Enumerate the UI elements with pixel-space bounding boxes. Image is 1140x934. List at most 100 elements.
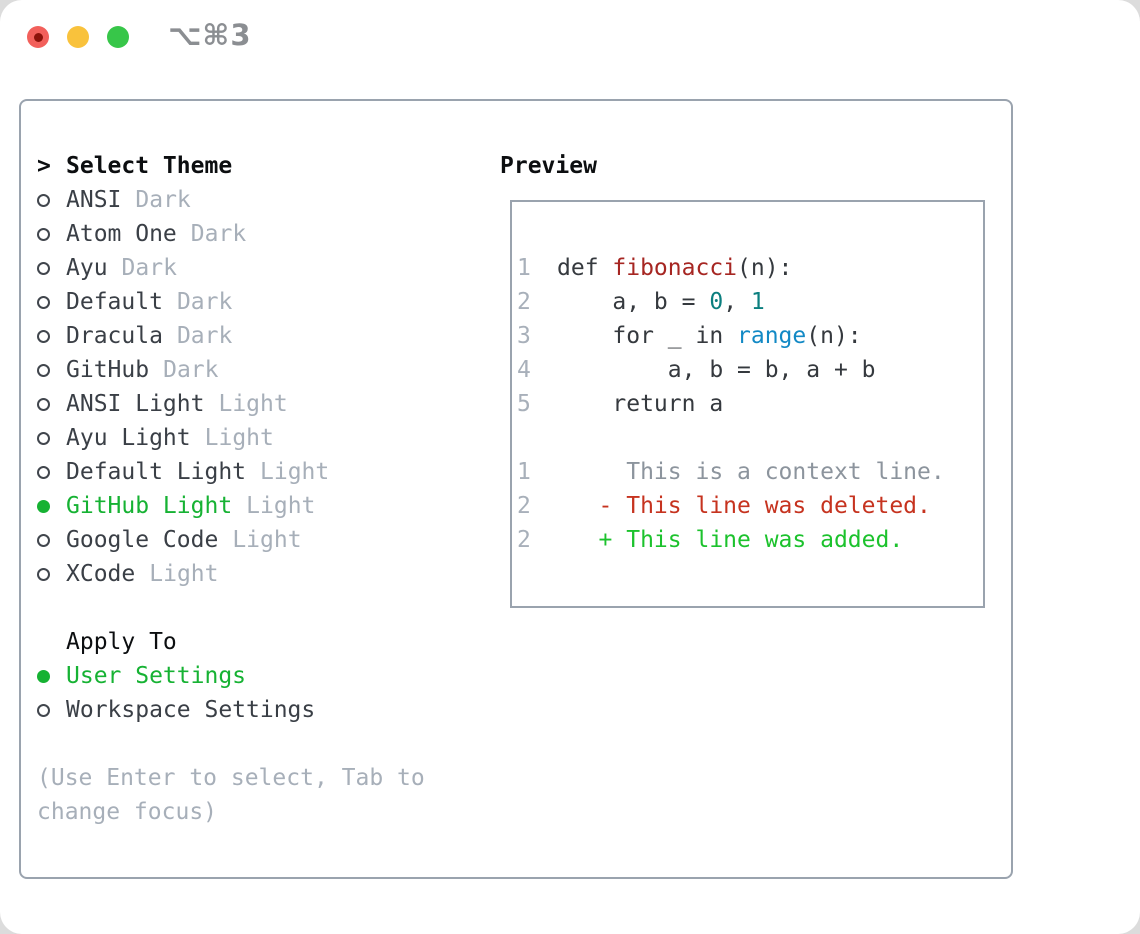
preview-box: 1 def fibonacci(n): 2 a, b = 0, 1 3 for … — [510, 200, 985, 608]
theme-option[interactable]: Atom One Dark — [37, 217, 487, 251]
line-number: 2 — [517, 493, 531, 519]
theme-variant-badge: Light — [204, 425, 274, 451]
zoom-button[interactable] — [107, 26, 129, 48]
close-button[interactable] — [27, 26, 49, 48]
diff-text: - This line was deleted. — [557, 493, 931, 519]
radio-cell — [37, 465, 66, 479]
code-line: 5 return a — [517, 387, 975, 421]
theme-variant-badge: Light — [232, 527, 302, 553]
theme-picker-column: > Select Theme ANSI Dark — [37, 149, 487, 829]
code-text: return a — [557, 391, 724, 417]
theme-picker-panel: > Select Theme ANSI Dark — [19, 99, 1013, 879]
theme-option[interactable]: Dracula Dark — [37, 319, 487, 353]
radio-cell — [37, 295, 66, 309]
apply-to-title: Apply To — [66, 629, 177, 655]
select-theme-header: > Select Theme — [37, 149, 487, 183]
line-number: 1 — [517, 459, 531, 485]
code-text: a, b = b, a + b — [557, 357, 876, 383]
select-theme-title: Select Theme — [66, 153, 233, 179]
theme-name: Default — [66, 289, 163, 315]
theme-name: ANSI — [66, 187, 122, 213]
theme-name: Atom One — [66, 221, 177, 247]
radio-cell — [37, 703, 66, 717]
code-line: 1 def fibonacci(n): — [517, 251, 975, 285]
theme-variant-badge: Dark — [135, 187, 191, 213]
theme-option[interactable]: Ayu Dark — [37, 251, 487, 285]
line-number: 5 — [517, 391, 531, 417]
line-number: 2 — [517, 289, 531, 315]
theme-option[interactable]: Default Light Light — [37, 455, 487, 489]
theme-option[interactable]: Ayu Light Light — [37, 421, 487, 455]
radio-cell — [37, 431, 66, 445]
theme-variant-badge: Dark — [190, 221, 247, 247]
diff-text: This is a context line. — [557, 459, 945, 485]
radio-icon — [37, 193, 50, 207]
spacer-row — [37, 591, 487, 625]
hint-line-2: change focus) — [37, 799, 218, 825]
radio-cell — [37, 567, 66, 581]
radio-cell — [37, 499, 66, 513]
code-text: a, b = 0, 1 — [557, 289, 765, 315]
theme-option[interactable]: Google Code Light — [37, 523, 487, 557]
radio-cell — [37, 397, 66, 411]
titlebar: ⌥⌘3 — [0, 0, 1140, 75]
radio-icon — [37, 669, 50, 683]
theme-list: ANSI Dark Atom One Dark — [37, 183, 487, 591]
theme-name: Dracula — [66, 323, 163, 349]
radio-cell — [37, 363, 66, 377]
theme-option[interactable]: ANSI Dark — [37, 183, 487, 217]
theme-variant-badge: Dark — [176, 289, 233, 315]
code-line: 2 a, b = 0, 1 — [517, 285, 975, 319]
line-number: 3 — [517, 323, 531, 349]
diff-preview: 1 This is a context line. 2 - This line … — [517, 455, 975, 557]
apply-option[interactable]: User Settings — [37, 659, 487, 693]
window-shortcut-label: ⌥⌘3 — [168, 18, 252, 52]
hint-text: (Use Enter to select, Tab to change focu… — [37, 761, 487, 829]
diff-line: 1 This is a context line. — [517, 455, 975, 489]
prompt-caret-icon: > — [37, 153, 51, 179]
line-number: 4 — [517, 357, 531, 383]
radio-icon — [37, 533, 50, 547]
radio-icon — [37, 431, 50, 445]
code-text: for _ in range(n): — [557, 323, 862, 349]
theme-name: Ayu — [66, 255, 108, 281]
radio-icon — [37, 703, 50, 717]
theme-variant-badge: Dark — [121, 255, 177, 281]
radio-icon — [37, 465, 50, 479]
code-preview: 1 def fibonacci(n): 2 a, b = 0, 1 3 for … — [517, 251, 975, 421]
theme-name: GitHub — [66, 357, 150, 383]
radio-icon — [37, 227, 50, 241]
radio-icon — [37, 567, 50, 581]
theme-option[interactable]: Default Dark — [37, 285, 487, 319]
radio-cell — [37, 329, 66, 343]
apply-option-label: Workspace Settings — [66, 697, 316, 723]
line-number: 1 — [517, 255, 531, 281]
spacer-row — [517, 421, 975, 455]
traffic-lights — [27, 26, 129, 48]
apply-option[interactable]: Workspace Settings — [37, 693, 487, 727]
theme-option[interactable]: GitHub Dark — [37, 353, 487, 387]
theme-name: Google Code — [66, 527, 219, 553]
theme-option[interactable]: GitHub Light Light — [37, 489, 487, 523]
spacer-row — [37, 727, 487, 761]
theme-variant-badge: Light — [149, 561, 219, 587]
theme-option[interactable]: XCode Light — [37, 557, 487, 591]
line-number: 2 — [517, 527, 531, 553]
radio-cell — [37, 533, 66, 547]
apply-to-header: Apply To — [37, 625, 487, 659]
diff-line: 2 + This line was added. — [517, 523, 975, 557]
code-line: 4 a, b = b, a + b — [517, 353, 975, 387]
theme-option[interactable]: ANSI Light Light — [37, 387, 487, 421]
minimize-button[interactable] — [67, 26, 89, 48]
theme-name: GitHub Light — [66, 493, 233, 519]
hint-line-1: (Use Enter to select, Tab to — [37, 765, 425, 791]
code-line: 3 for _ in range(n): — [517, 319, 975, 353]
radio-icon — [37, 397, 50, 411]
radio-icon — [37, 363, 50, 377]
radio-cell — [37, 193, 66, 207]
radio-icon — [37, 295, 50, 309]
code-text: def fibonacci(n): — [557, 255, 793, 281]
radio-cell — [37, 227, 66, 241]
diff-text: + This line was added. — [557, 527, 904, 553]
